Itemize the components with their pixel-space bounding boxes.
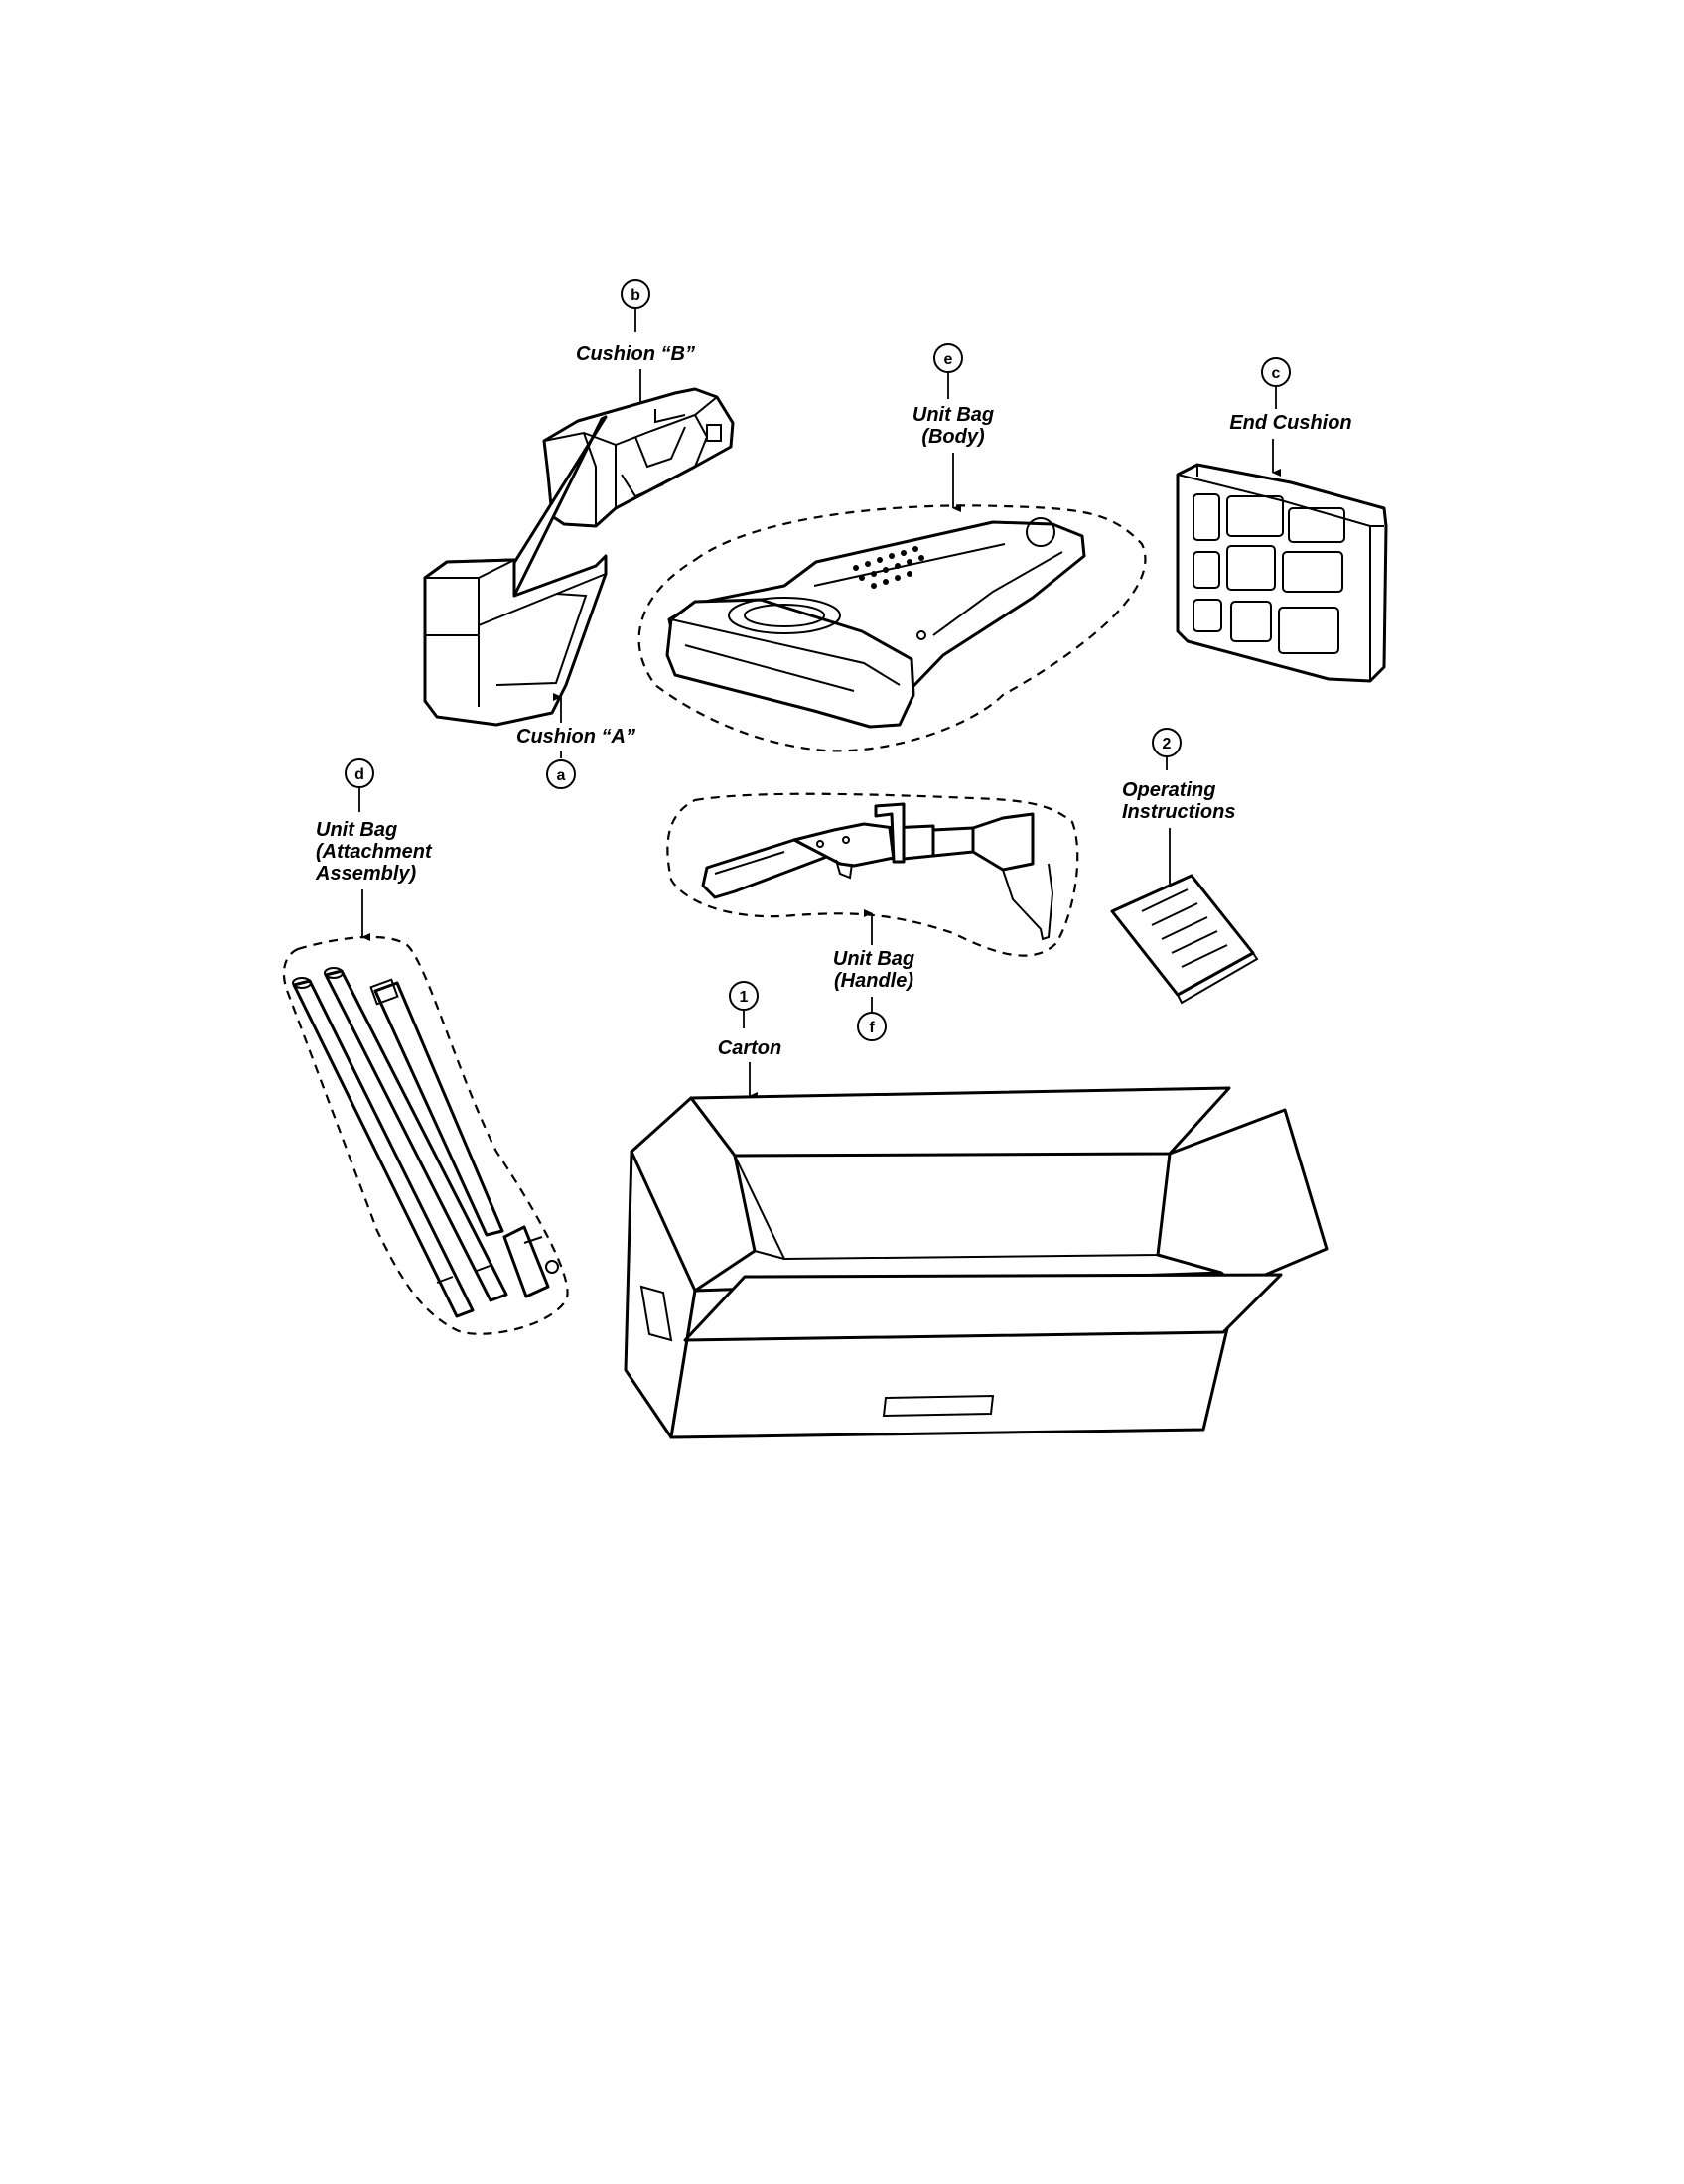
label-unit-bag-handle-line2: (Handle)	[834, 970, 913, 992]
attachment-wands-part	[292, 967, 559, 1318]
callout-1: 1	[729, 981, 759, 1011]
label-cushion-b: Cushion “B”	[576, 343, 695, 365]
callout-d-letter: d	[354, 766, 364, 783]
label-end-cushion: End Cushion	[1229, 412, 1351, 434]
cushion-a-part	[423, 415, 608, 727]
callout-b-letter: b	[631, 287, 640, 304]
callout-e: e	[933, 343, 963, 373]
unit-bag-handle-outline	[666, 792, 1079, 957]
operating-instructions-part	[1110, 874, 1259, 1005]
callout-2-number: 2	[1163, 736, 1172, 752]
label-operating-line2: Instructions	[1122, 801, 1235, 823]
callout-a: a	[546, 759, 576, 789]
callout-f: f	[857, 1012, 887, 1041]
callout-1-number: 1	[740, 989, 749, 1006]
label-unit-bag-attach-line3: Assembly)	[315, 863, 416, 885]
callout-c-letter: c	[1272, 365, 1281, 382]
callout-c: c	[1261, 357, 1291, 387]
callout-2: 2	[1152, 728, 1182, 757]
vacuum-handle-part	[701, 802, 1054, 941]
callout-b: b	[621, 279, 650, 309]
callout-d: d	[345, 758, 374, 788]
cushion-b-part	[542, 387, 735, 528]
callout-e-letter: e	[944, 351, 953, 368]
label-unit-bag-handle-line1: Unit Bag	[833, 948, 914, 970]
label-unit-bag-attach-line1: Unit Bag	[316, 819, 397, 841]
carton-part	[624, 1086, 1329, 1439]
label-cushion-a: Cushion “A”	[516, 726, 635, 748]
callout-f-letter: f	[869, 1020, 875, 1036]
vacuum-body-part	[665, 517, 1086, 729]
vent-holes	[853, 546, 924, 589]
unit-bag-body-outline	[637, 504, 1147, 752]
label-operating-line1: Operating	[1122, 779, 1215, 801]
label-unit-bag-body-line1: Unit Bag	[912, 404, 994, 426]
label-unit-bag-body-line2: (Body)	[921, 426, 985, 448]
label-carton: Carton	[718, 1037, 781, 1059]
end-cushion-part	[1176, 463, 1388, 683]
callout-a-letter: a	[557, 767, 566, 784]
unit-bag-attachment-outline	[282, 935, 569, 1335]
label-unit-bag-attach-line2: (Attachment	[316, 841, 433, 863]
